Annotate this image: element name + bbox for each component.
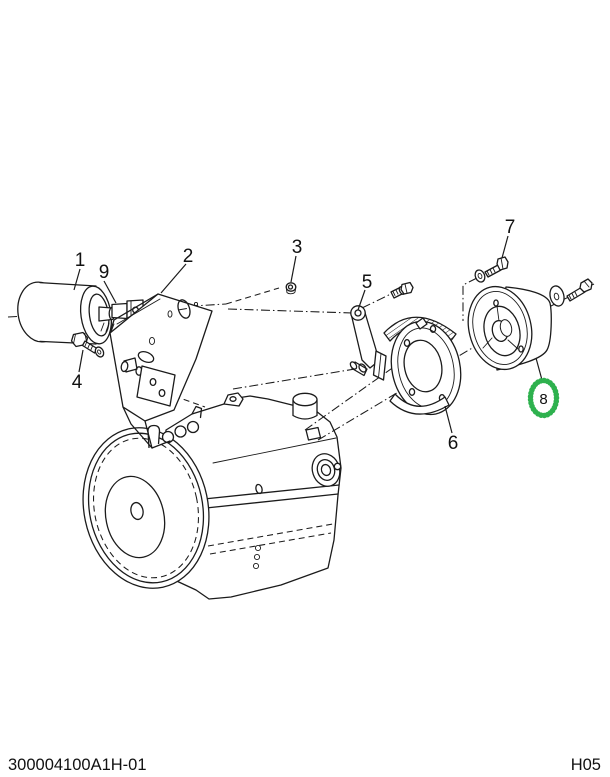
callout-labels: 1 2 3 4 5 6 7 8 9: [72, 217, 548, 454]
part-4-bolt: [70, 331, 105, 358]
callout-8: 8: [539, 391, 547, 408]
highlight-circle: [527, 377, 560, 419]
callout-2: 2: [183, 246, 194, 267]
callout-5: 5: [362, 272, 373, 293]
part-7-bolt: [474, 256, 509, 283]
callout-6: 6: [448, 433, 459, 454]
drum-washer: [549, 285, 565, 307]
page-code: H05: [571, 756, 601, 774]
output-boss: [311, 453, 342, 487]
part-6-brake-shoe-assembly: [383, 316, 462, 416]
drum-bolt: [566, 278, 593, 302]
callout-3: 3: [292, 237, 303, 258]
callout-1: 1: [75, 250, 86, 271]
mount-ear: [223, 392, 244, 407]
part-2-bracket: [109, 293, 213, 449]
transmission-assembly: [82, 392, 342, 600]
callout-7: 7: [505, 217, 516, 238]
part-8-drum: [467, 285, 552, 371]
callout-9: 9: [99, 262, 110, 283]
lever-bolt: [390, 281, 414, 299]
document-code: 300004100A1H-01: [8, 756, 147, 774]
callout-4: 4: [72, 372, 83, 393]
leader-lines: [73, 235, 543, 434]
part-3-nut: [285, 282, 297, 295]
bell-housing: [82, 427, 210, 589]
part-5-lever: [349, 305, 387, 381]
part-1-modulator-canister: [17, 281, 115, 345]
